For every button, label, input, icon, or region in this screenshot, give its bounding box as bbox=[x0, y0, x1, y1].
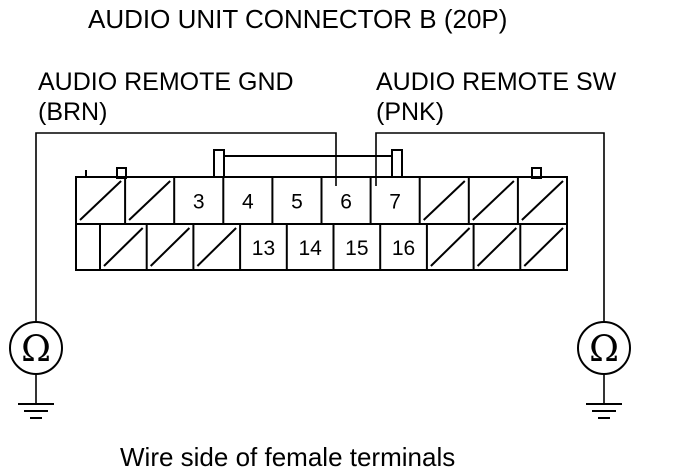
left-probe-wire bbox=[35, 132, 337, 322]
pin-label: 6 bbox=[340, 191, 352, 214]
pin-label: 13 bbox=[252, 237, 275, 260]
blank-cavity-mark bbox=[128, 180, 171, 221]
pin-label: 4 bbox=[242, 191, 254, 214]
right-wire-name: AUDIO REMOTE SW bbox=[376, 68, 617, 96]
left-ohm-icon: Ω bbox=[21, 329, 51, 370]
blank-cavity-mark bbox=[472, 180, 515, 221]
pin-label: 15 bbox=[345, 237, 368, 260]
left-wire-color: (BRN) bbox=[38, 98, 107, 126]
pin-label: 5 bbox=[291, 191, 303, 214]
pin-label: 3 bbox=[193, 191, 205, 214]
right-probe-wire bbox=[375, 132, 605, 322]
top-row: 3 4 5 6 7 bbox=[79, 177, 564, 224]
diagram-caption: Wire side of female terminals bbox=[120, 442, 455, 472]
pin-label: 16 bbox=[392, 237, 415, 260]
right-wire-color: (PNK) bbox=[376, 98, 444, 126]
blank-cavity-mark bbox=[196, 227, 237, 267]
connector-body: 3 4 5 6 7 13 14 15 16 bbox=[75, 149, 568, 271]
pin-label: 14 bbox=[298, 237, 322, 260]
left-ground-icon bbox=[18, 403, 54, 419]
left-ohmmeter: Ω bbox=[9, 321, 63, 419]
diagram-title: AUDIO UNIT CONNECTOR B (20P) bbox=[88, 4, 507, 34]
blank-cavity-mark bbox=[423, 180, 466, 221]
lock-tab-left bbox=[213, 149, 225, 178]
blank-cavity-mark bbox=[149, 227, 191, 267]
bottom-row: 13 14 15 16 bbox=[99, 224, 564, 270]
connector-outline bbox=[75, 176, 568, 271]
blank-cavity-mark bbox=[523, 227, 564, 267]
blank-cavity-mark bbox=[79, 180, 122, 221]
blank-cavity-mark bbox=[430, 227, 471, 267]
right-ground-icon bbox=[586, 403, 622, 419]
blank-cavity-mark bbox=[103, 227, 144, 267]
pin-label: 7 bbox=[389, 191, 401, 214]
blank-cavity-mark bbox=[521, 180, 564, 221]
blank-cavity-mark bbox=[476, 227, 518, 267]
lock-tab-right bbox=[391, 149, 403, 178]
right-ohm-icon: Ω bbox=[589, 329, 619, 370]
left-wire-name: AUDIO REMOTE GND bbox=[38, 68, 294, 96]
right-ohmmeter: Ω bbox=[577, 321, 631, 419]
